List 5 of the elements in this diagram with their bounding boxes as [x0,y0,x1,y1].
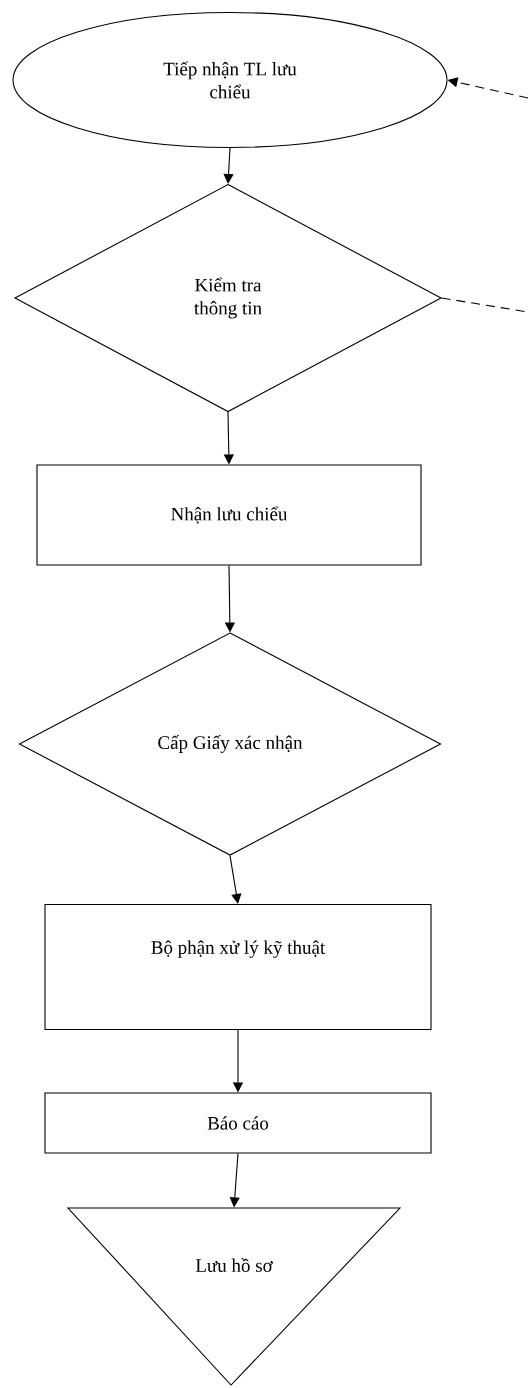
process-box: Bộ phận xử lý kỹ thuật [44,903,432,1031]
process-box: Nhận lưu chiểu [36,464,422,566]
process-box: Báo cáo [44,1092,432,1154]
arrow [223,147,234,184]
arrow [229,855,242,904]
